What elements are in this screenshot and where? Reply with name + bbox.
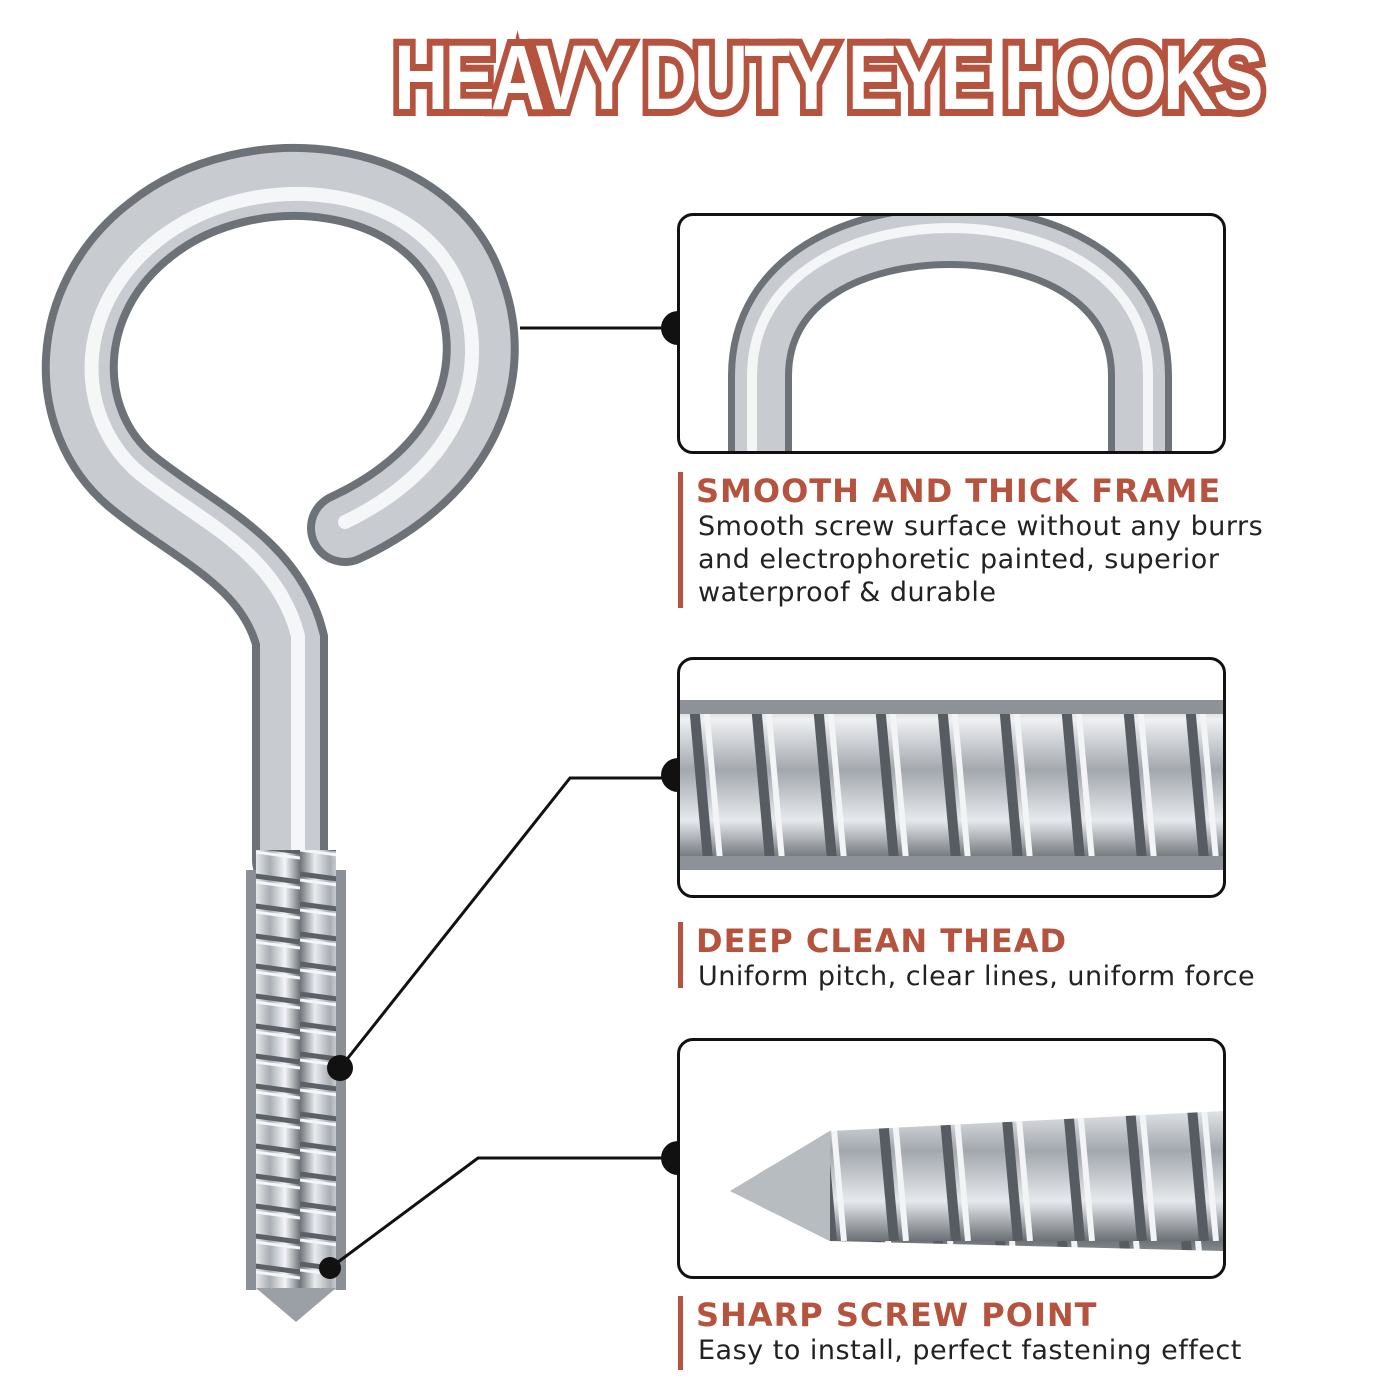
feature-sharp-point: SHARP SCREW POINT Easy to install, perfe… <box>678 1296 1338 1370</box>
feature-description: Easy to install, perfect fastening effec… <box>698 1335 1242 1366</box>
feature-description: Smooth screw surface without any burrs a… <box>698 511 1264 608</box>
feature-description: Uniform pitch, clear lines, uniform forc… <box>698 961 1256 992</box>
accent-bar <box>678 1296 683 1370</box>
callout-dot <box>327 1055 353 1081</box>
feature-deep-thread: DEEP CLEAN THEAD Uniform pitch, clear li… <box>678 922 1338 992</box>
page-title: HEAVY DUTY EYE HOOKS <box>388 20 1269 136</box>
eye-hook-product-image <box>41 144 519 1322</box>
accent-bar <box>678 472 683 608</box>
feature-heading: SHARP SCREW POINT <box>696 1296 1098 1334</box>
callout-dot <box>319 1257 341 1279</box>
thread-closeup-image <box>680 700 1223 870</box>
feature-heading: DEEP CLEAN THEAD <box>696 922 1068 960</box>
callout-connectors <box>329 326 676 1270</box>
screw-point-closeup-image <box>730 1111 1223 1251</box>
thread-closeup-panel <box>677 657 1226 898</box>
screw-point-closeup-panel <box>677 1038 1226 1279</box>
feature-heading: SMOOTH AND THICK FRAME <box>696 472 1222 510</box>
feature-smooth-frame: SMOOTH AND THICK FRAME Smooth screw surf… <box>678 472 1318 608</box>
accent-bar <box>678 922 683 988</box>
eye-ring-closeup-panel <box>677 213 1226 454</box>
eye-ring-closeup-image <box>728 216 1172 451</box>
